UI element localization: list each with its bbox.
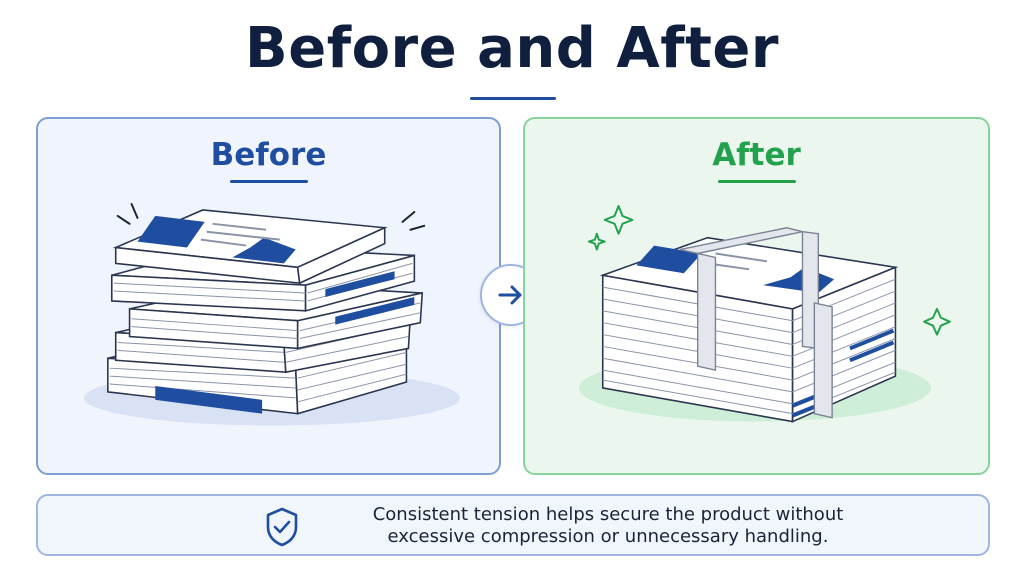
messy-paper-stack-illustration (84, 203, 460, 426)
stress-marks-left (116, 203, 139, 225)
sparkle-icon (603, 205, 634, 235)
before-label: Before (210, 137, 327, 173)
after-label: After (712, 137, 801, 173)
after-underline (718, 180, 796, 183)
before-panel: Before (36, 117, 501, 475)
sparkle-icon (923, 307, 951, 336)
after-panel: After (523, 117, 990, 475)
caption-text: Consistent tension helps secure the prod… (308, 504, 908, 548)
page-title: Before and After (245, 16, 779, 81)
neat-bundled-stack-illustration (579, 205, 951, 423)
before-underline (230, 180, 308, 183)
stress-marks-right (401, 210, 426, 231)
title-underline (470, 97, 556, 100)
caption-box: Consistent tension helps secure the prod… (36, 494, 990, 556)
caption-line-1: Consistent tension helps secure the prod… (372, 504, 844, 525)
sparkle-icon (587, 232, 606, 251)
caption-line-2: excessive compression or unnecessary han… (387, 526, 829, 547)
shield-check-icon (266, 507, 298, 547)
